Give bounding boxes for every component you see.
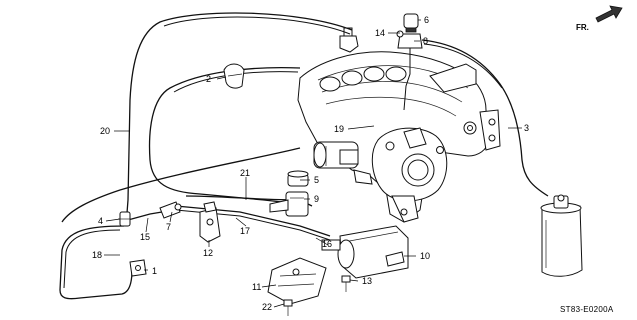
bracket-11 [267,257,327,305]
purge-valve-10 [321,225,409,279]
check-valve-7 [159,201,182,219]
cap-5 [287,170,309,187]
reference-code: ST83-E0200A [560,305,614,314]
joint-4 [118,211,132,227]
callout-6: 6 [424,15,429,25]
front-direction-arrow: FR. [576,5,623,32]
callout-1: 1 [152,266,157,276]
callout-19: 19 [334,124,344,134]
callout-2: 2 [206,74,211,84]
leader-lines [104,19,522,308]
clip-1 [129,259,147,277]
hose-15 [127,211,163,221]
hose-3 [421,39,549,197]
callout-12: 12 [203,248,213,258]
callout-13: 13 [362,276,372,286]
throttle-body [371,127,448,223]
hose-18 [59,225,133,300]
callout-10: 10 [420,251,430,261]
callout-20: 20 [100,126,110,136]
callout-22: 22 [262,302,272,312]
callout-14: 14 [375,28,385,38]
callout-labels: 6 14 8 2 3 19 20 21 5 9 4 7 15 17 16 12 … [92,15,529,312]
callout-17: 17 [240,226,250,236]
callout-9: 9 [314,194,319,204]
upper-fitting [339,27,359,53]
callout-5: 5 [314,175,319,185]
callout-15: 15 [140,232,150,242]
iacv-valve [313,141,373,185]
callout-7: 7 [166,222,171,232]
callout-16: 16 [322,239,332,249]
clip-2 [223,63,245,89]
top-solenoid [396,13,423,111]
callout-11: 11 [252,282,261,292]
canister [540,194,583,277]
bracket-12 [199,201,221,243]
hose-20 [125,12,353,227]
callout-18: 18 [92,250,102,260]
callout-3: 3 [524,123,529,133]
callout-4: 4 [98,216,103,226]
bolt-13 [341,275,351,292]
callout-21: 21 [240,168,250,178]
solenoid-9 [269,191,309,217]
callout-8: 8 [423,36,428,46]
bolt-22 [283,299,293,316]
direction-label: FR. [576,23,589,32]
